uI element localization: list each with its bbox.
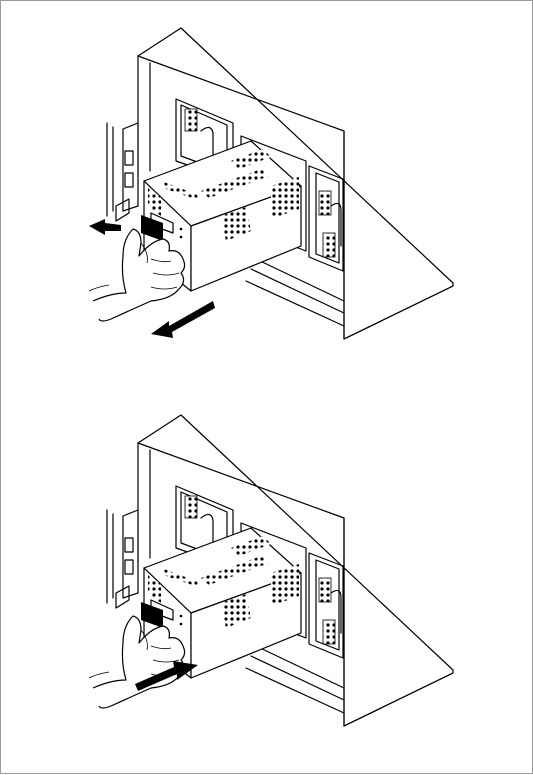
chassis bbox=[89, 415, 453, 726]
insertion-illustration bbox=[1, 388, 533, 775]
removal-illustration bbox=[1, 1, 533, 388]
chassis bbox=[89, 28, 453, 339]
panel-insertion bbox=[1, 388, 533, 775]
panel-removal bbox=[1, 1, 533, 388]
